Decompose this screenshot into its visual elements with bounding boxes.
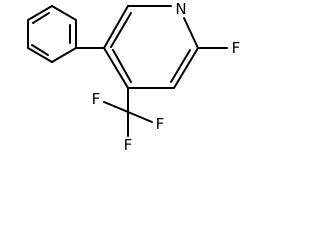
atom-label-f-ring: F — [232, 39, 241, 57]
atom-label-f-cf3-left: F — [92, 90, 101, 108]
pyridine-bond-c2-c3 — [173, 47, 199, 89]
pyridine-bond-c4-c5 — [103, 47, 129, 89]
pyridine-double-bond-1 — [110, 12, 132, 48]
chemical-structure-diagram: N F F F F — [27, 0, 241, 154]
phenyl-bond-3 — [51, 47, 77, 63]
phenyl-double-bond-3 — [32, 12, 50, 24]
trifluoromethyl-group — [103, 101, 153, 137]
phenyl-bond-6 — [27, 5, 53, 21]
pyridine-double-bond-3 — [112, 49, 132, 83]
phenyl-bond-1 — [51, 5, 77, 21]
pyridine-double-bond-2 — [170, 49, 191, 83]
phenyl-bond-4 — [27, 47, 53, 63]
phenyl-ring — [27, 5, 77, 63]
pyridine-ring — [103, 5, 199, 89]
cf3-bond-right — [127, 111, 153, 123]
cf3-bond-left — [103, 101, 129, 113]
atom-label-n1: N — [175, 0, 186, 18]
phenyl-double-bond-2 — [31, 44, 49, 56]
pyridine-bond-n1-c2 — [183, 17, 199, 49]
atom-label-f-cf3-right: F — [156, 115, 165, 133]
atom-label-f-cf3-bottom: F — [124, 136, 133, 154]
pyridine-bond-c5-c6 — [103, 5, 129, 49]
